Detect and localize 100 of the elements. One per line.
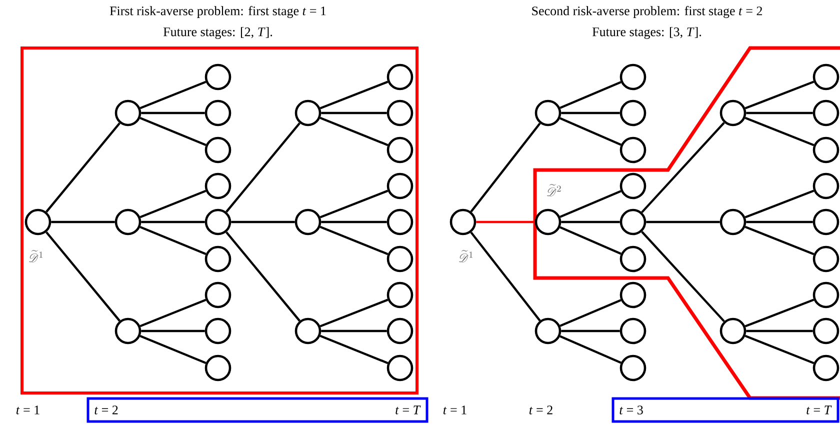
tree-branch [231, 220, 295, 224]
stage-box: t = 2 t = T [86, 397, 428, 423]
tree-branch [141, 330, 205, 332]
tree-branch [320, 116, 388, 146]
tree-node [620, 246, 646, 272]
tree-branch [320, 334, 388, 364]
tree-node [204, 318, 232, 344]
tree-node [204, 354, 232, 382]
tree-branch [560, 335, 622, 364]
tree-node [24, 208, 52, 236]
tree-branch [641, 230, 725, 322]
tree-node [204, 136, 232, 164]
tree-branch [561, 112, 620, 114]
tree-branch [140, 116, 206, 146]
tree-branch [646, 220, 720, 224]
tree-branch [140, 226, 206, 256]
tree-node [534, 208, 562, 236]
stage-box: t = 3 t = T [612, 397, 840, 423]
tree-branch [476, 220, 535, 224]
tree-branch [744, 116, 814, 146]
tree-node [114, 208, 142, 236]
stage-label: t = 1 [16, 406, 40, 414]
tree-node [620, 172, 646, 200]
tree-branch [226, 122, 300, 213]
tree-branch [560, 117, 622, 146]
tree-branch [321, 330, 387, 332]
tree-branch [320, 298, 388, 328]
tree-branch [141, 112, 205, 114]
tree-node [812, 64, 840, 90]
stage-label: t = 2 [529, 406, 552, 414]
heading: Future stages: [2, T]. [163, 27, 272, 39]
tree-branch [561, 220, 620, 224]
tree-node [812, 100, 840, 126]
tree-branch [470, 122, 541, 212]
tree-branch [744, 298, 814, 328]
tree-node [204, 100, 232, 126]
node-label: $\widetilde{\mathscr{D}}^2$ [547, 184, 561, 196]
tree-node [386, 100, 414, 126]
tree-node [812, 354, 840, 382]
tree-branch [320, 190, 388, 218]
tree-node [114, 318, 142, 344]
tree-branch [51, 220, 115, 224]
tree-node [204, 172, 232, 200]
tree-node [620, 136, 646, 164]
tree-branch [140, 190, 206, 218]
tree-node [620, 282, 646, 308]
tree-branch [321, 112, 387, 114]
tree-node [386, 246, 414, 272]
tree-branch [321, 220, 387, 224]
tree-node [114, 100, 142, 126]
tree-branch [744, 334, 814, 364]
tree-node [386, 318, 414, 344]
tree-node [204, 64, 232, 90]
tree-branch [141, 220, 205, 224]
tree-node [620, 354, 646, 382]
node-label: $\widetilde{\mathscr{D}}^1$ [29, 250, 43, 262]
node-label: $\widetilde{\mathscr{D}}^1$ [459, 250, 473, 262]
tree-branch [46, 122, 120, 213]
heading: Future stages: [3, T]. [592, 27, 702, 39]
tree-branch [560, 81, 622, 109]
tree-node [812, 172, 840, 200]
tree-branch [226, 231, 300, 322]
tree-node [386, 136, 414, 164]
tree-node [812, 208, 840, 236]
tree-branch [320, 226, 388, 256]
tree-node [534, 100, 562, 126]
tree-node [720, 100, 746, 126]
tree-branch [140, 80, 206, 110]
tree-node [720, 318, 746, 344]
tree-node [720, 208, 746, 236]
tree-node [812, 136, 840, 164]
tree-node [294, 208, 322, 236]
tree-branch [320, 80, 388, 110]
tree-node [294, 318, 322, 344]
tree-node [386, 172, 414, 200]
tree-node [386, 208, 414, 236]
tree-branch [140, 334, 206, 364]
tree-node [204, 282, 232, 308]
tree-branch [560, 299, 622, 327]
tree-node [620, 100, 646, 126]
tree-node [812, 246, 840, 272]
tree-branch [46, 231, 120, 322]
tree-branch [560, 190, 622, 218]
tree-branch [744, 80, 814, 110]
tree-node [534, 318, 562, 344]
tree-node [620, 318, 646, 344]
tree-branch [744, 226, 814, 256]
tree-node [620, 64, 646, 90]
tree-node [812, 318, 840, 344]
tree-branch [746, 112, 813, 114]
tree-branch [744, 190, 814, 218]
tree-branch [560, 226, 622, 255]
heading: First risk-averse problem: first stage t = 1 [110, 6, 326, 18]
tree-node [386, 64, 414, 90]
tree-branch [746, 220, 813, 224]
tree-branch [746, 330, 813, 332]
tree-node [386, 354, 414, 382]
tree-node [450, 208, 476, 236]
heading: Second risk-averse problem: first stage t = 2 [532, 6, 762, 18]
tree-branch [561, 330, 620, 332]
